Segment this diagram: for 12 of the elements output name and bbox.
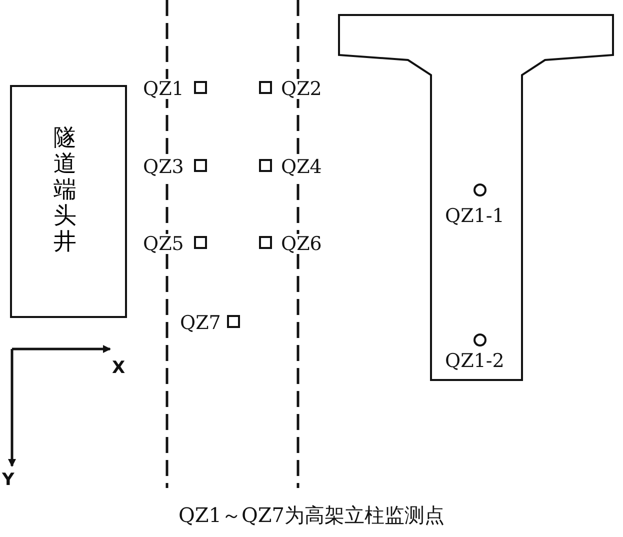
point-label: QZ1-2	[445, 351, 504, 371]
point-label: QZ6	[281, 234, 322, 254]
point-label: QZ2	[281, 79, 322, 99]
point-label: QZ4	[281, 157, 322, 177]
point-label: QZ1-1	[445, 206, 504, 226]
shaft-box	[10, 85, 127, 318]
point-label: QZ5	[143, 234, 184, 254]
point-label: QZ3	[143, 157, 184, 177]
point-label: QZ1	[143, 79, 184, 99]
point-label: QZ7	[180, 313, 221, 333]
shaft-label: 隧道端头井	[52, 125, 78, 255]
caption: QZ1～QZ7为高架立柱监测点	[177, 505, 446, 525]
